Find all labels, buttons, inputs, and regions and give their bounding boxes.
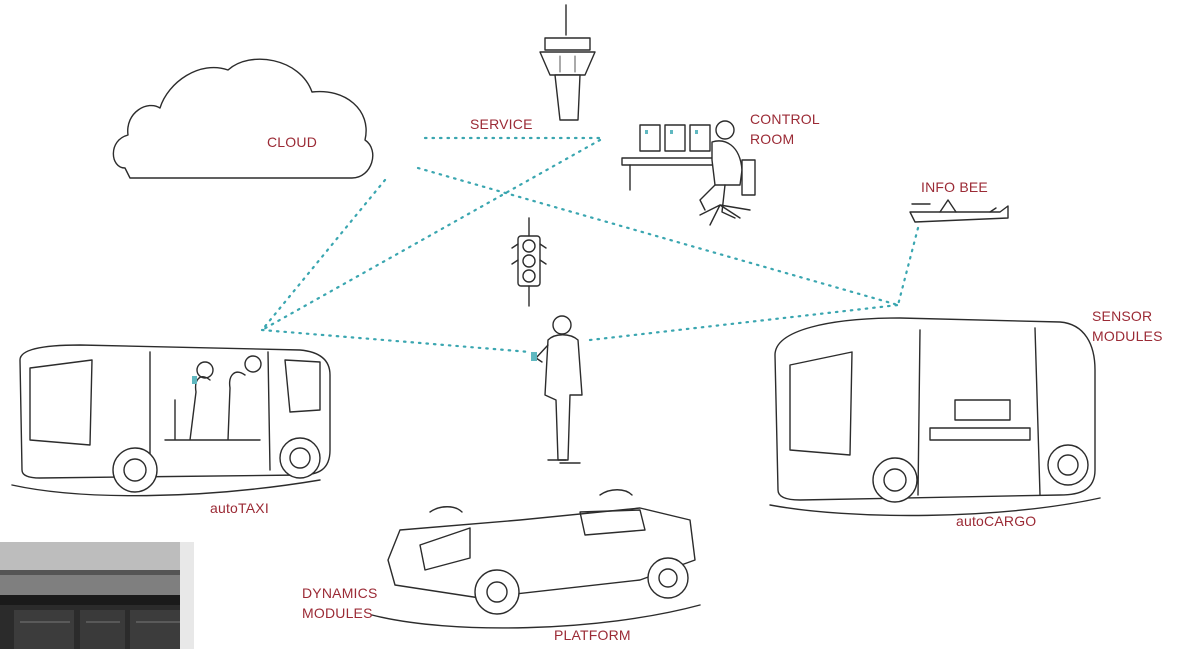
link-cloud-taxi — [260, 178, 387, 332]
control-room-label-line1: CONTROL — [750, 111, 820, 127]
info-bee-label: INFO BEE — [921, 179, 988, 195]
autocargo-vehicle-icon — [769, 317, 1101, 517]
link-taxi-person — [260, 328, 532, 354]
cloud-icon — [112, 58, 374, 179]
connection-lines — [260, 58, 920, 354]
autotaxi-label: autoTAXI — [210, 500, 269, 516]
sensor-modules-label-line2: MODULES — [1092, 328, 1163, 344]
sensor-modules-label-line1: SENSOR — [1092, 308, 1153, 324]
autotaxi-vehicle-icon — [11, 344, 331, 497]
link-drone-cargo — [896, 226, 920, 307]
link-service-cargo — [416, 166, 900, 307]
link-person-cargo — [588, 303, 900, 342]
building-photo — [0, 542, 194, 649]
pedestrian-with-phone-icon — [531, 315, 583, 464]
control-room-icon — [621, 120, 756, 226]
link-control-taxi — [260, 138, 602, 332]
platform-chassis-icon — [371, 489, 701, 629]
platform-label: PLATFORM — [554, 627, 631, 643]
service-label: SERVICE — [470, 116, 533, 132]
traffic-light-icon — [511, 217, 547, 307]
drone-plane-icon — [909, 199, 1009, 223]
control-room-label-line2: ROOM — [750, 131, 795, 147]
dynamics-modules-label-line2: MODULES — [302, 605, 373, 621]
cloud-label: CLOUD — [267, 134, 318, 150]
dynamics-modules-label-line1: DYNAMICS — [302, 585, 378, 601]
autocargo-label: autoCARGO — [956, 513, 1037, 529]
control-tower-icon — [539, 4, 596, 121]
